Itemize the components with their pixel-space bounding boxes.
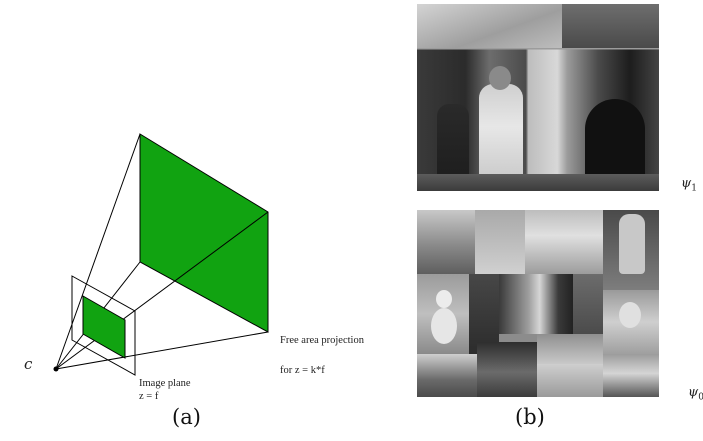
projection-label: Free area projection	[280, 335, 364, 346]
caption-a: (a)	[172, 405, 201, 429]
ray-bottom	[55, 331, 269, 370]
tile-alien	[573, 274, 603, 334]
upper-collage-image	[417, 4, 659, 191]
upper-psi-label: ψ1	[681, 176, 697, 194]
image-plane-frame	[71, 275, 136, 376]
image-plane-equation: z = f	[139, 391, 159, 402]
ray-right	[55, 211, 269, 370]
tile-building	[525, 210, 603, 274]
boy-head	[619, 302, 641, 328]
tile-car-bottom-right	[603, 354, 659, 397]
tile-center-crowd	[499, 274, 573, 334]
image-plane-area	[82, 295, 126, 359]
tile-acrobat	[475, 210, 525, 274]
projected-area	[139, 133, 269, 333]
tile-car-top-left	[417, 210, 475, 274]
image-plane-label: Image plane	[139, 378, 191, 389]
ray-top	[55, 133, 141, 370]
upper-top-right-strip	[562, 4, 659, 48]
upper-top-strip	[417, 4, 562, 48]
tile-dark-left	[469, 274, 499, 354]
snowman-body	[431, 308, 457, 344]
snowman-head	[436, 290, 452, 308]
man-in-suit	[479, 84, 523, 191]
tile-cone	[537, 364, 603, 397]
lower-collage-image	[417, 210, 659, 397]
camera-center-point	[53, 366, 59, 372]
tile-car-bottom-left	[417, 354, 477, 397]
tile-shoe	[537, 334, 603, 364]
caption-b: (b)	[515, 405, 545, 429]
floor	[417, 174, 659, 191]
man-head	[489, 66, 511, 90]
camera-label: c	[24, 355, 33, 373]
lower-psi-label: ψ0	[688, 385, 703, 403]
hand-shape	[619, 214, 645, 274]
tile-suv	[477, 342, 537, 397]
projection-equation: for z = k*f	[280, 365, 325, 376]
